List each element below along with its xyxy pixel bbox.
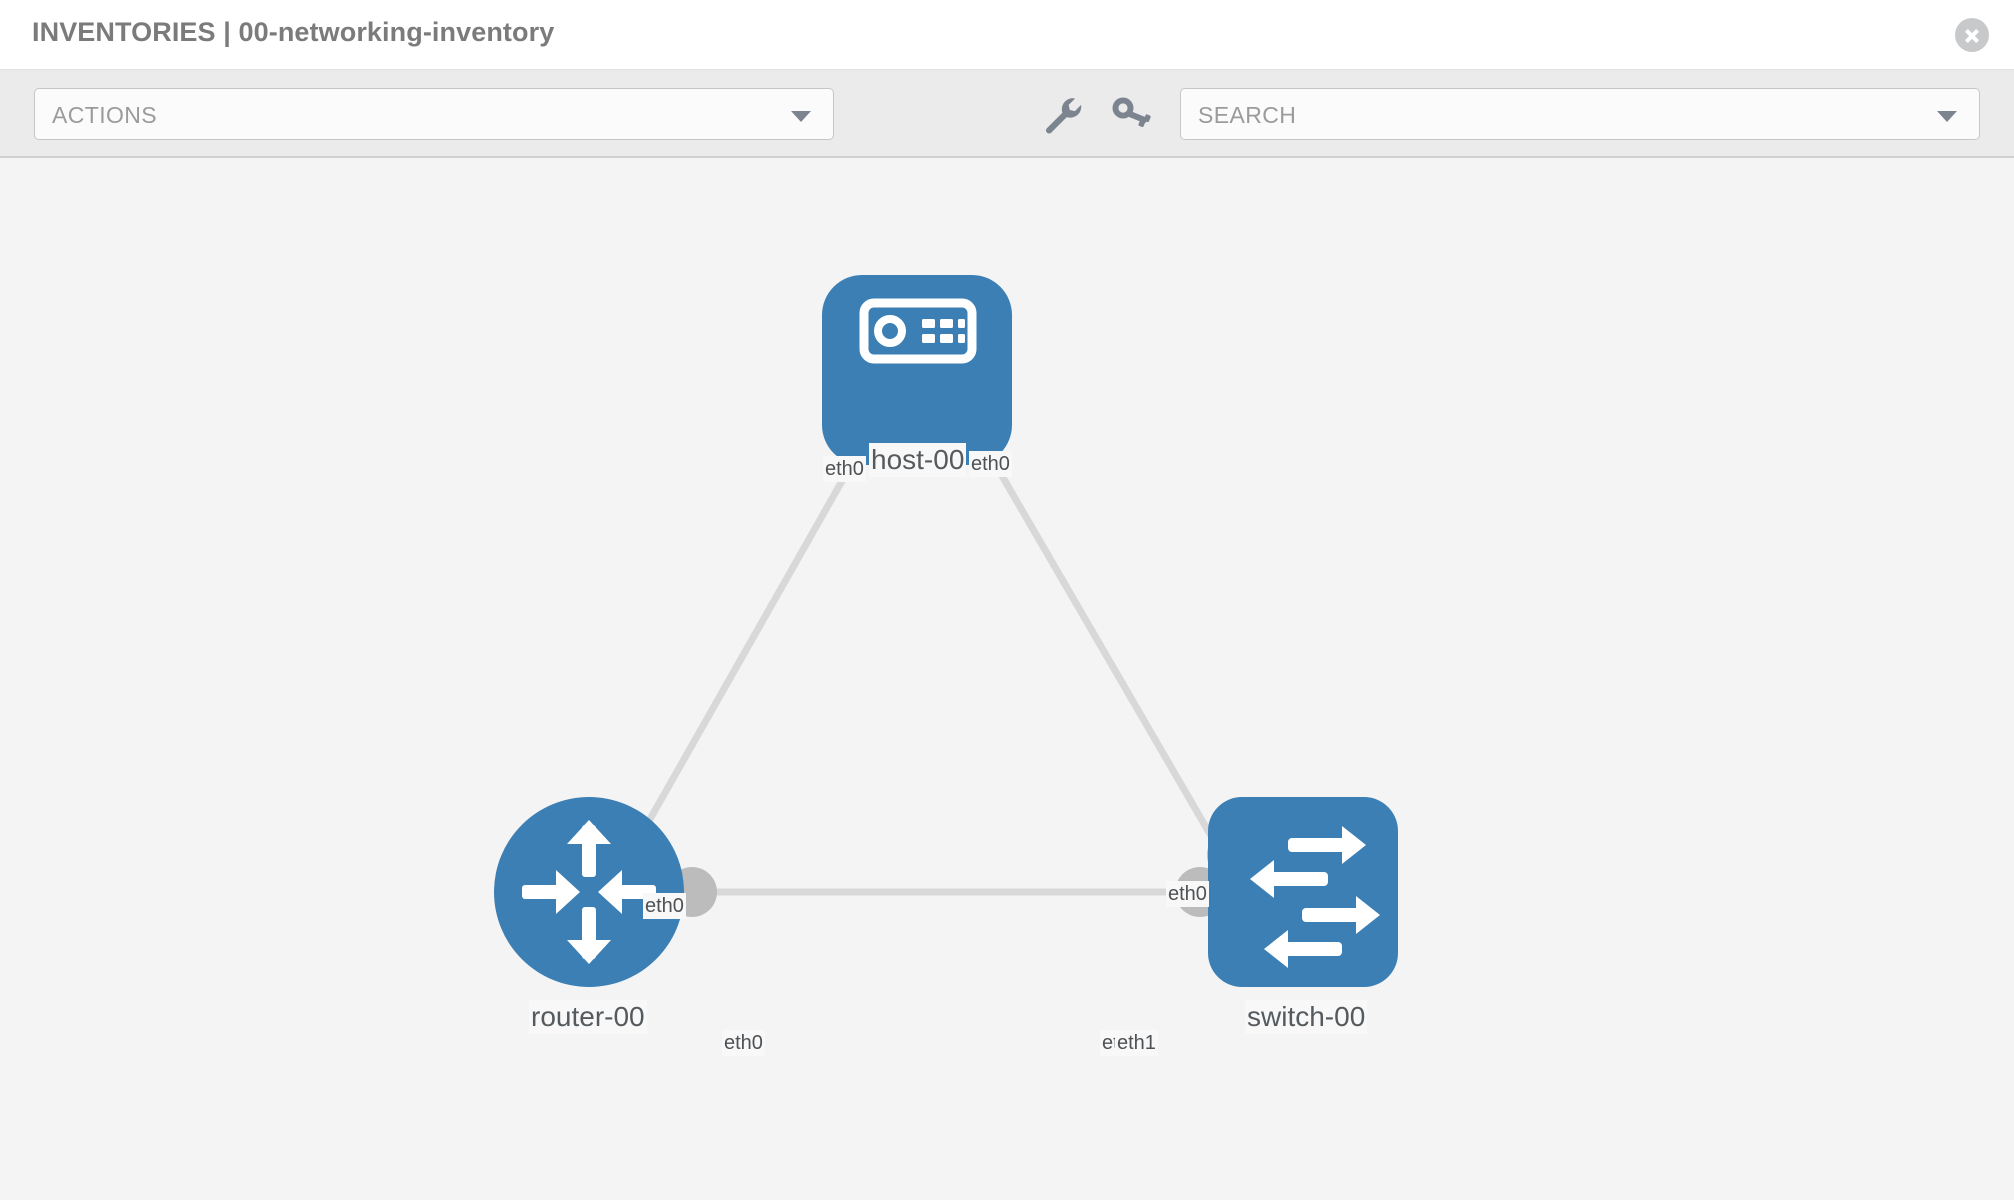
if-label-host-right: eth0 xyxy=(969,451,1012,477)
chevron-down-icon xyxy=(1937,111,1957,122)
router-icon xyxy=(522,820,656,964)
close-icon[interactable] xyxy=(1955,18,1989,52)
topology-graph xyxy=(494,275,1398,987)
actions-dropdown[interactable]: ACTIONS xyxy=(34,88,834,140)
if-label-router-upper: eth0 xyxy=(643,893,686,919)
page-title: INVENTORIES | 00-networking-inventory xyxy=(32,17,555,47)
topology-canvas[interactable]: host-00 router-00 switch-00 eth0 eth0 et… xyxy=(0,160,2014,1200)
key-icon[interactable] xyxy=(1110,94,1152,134)
toolbar: ACTIONS SEARCH xyxy=(0,70,2014,158)
if-label-switch-left: eth1 xyxy=(1115,1030,1158,1056)
server-icon xyxy=(859,298,977,364)
actions-dropdown-label: ACTIONS xyxy=(52,102,158,128)
search-dropdown[interactable]: SEARCH xyxy=(1180,88,1980,140)
node-host-00 xyxy=(822,275,1012,465)
switch-icon xyxy=(1250,826,1380,968)
if-label-host-left: eth0 xyxy=(823,456,866,482)
node-label-switch: switch-00 xyxy=(1245,1000,1368,1034)
title-bar: INVENTORIES | 00-networking-inventory xyxy=(0,0,2014,70)
chevron-down-icon xyxy=(791,111,811,122)
link-host-switch xyxy=(954,398,1236,874)
search-input-placeholder: SEARCH xyxy=(1198,102,1297,128)
node-switch-00 xyxy=(1208,797,1398,987)
node-label-router: router-00 xyxy=(529,1000,647,1034)
node-label-host: host-00 xyxy=(869,443,967,477)
if-label-switch-upper: eth0 xyxy=(1166,881,1209,907)
if-label-router-right: eth0 xyxy=(722,1030,765,1056)
node-router-00 xyxy=(494,797,684,987)
wrench-icon[interactable] xyxy=(1041,94,1083,134)
